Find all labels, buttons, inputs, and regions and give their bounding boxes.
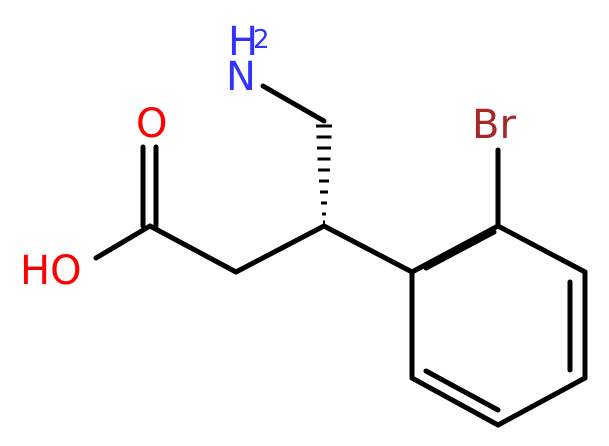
bond-chiral-aryl <box>321 223 415 275</box>
ring-bond-5 <box>409 375 501 428</box>
ring-inner-1 <box>423 229 497 271</box>
bond-n-ch2 <box>260 83 327 124</box>
atom-nh2: H 2 N <box>226 19 270 100</box>
atom-br: Br <box>472 102 516 148</box>
atom-nh2-n: N <box>226 54 256 100</box>
atom-oh: HO <box>20 248 82 294</box>
bond-chiral-ch2 <box>233 223 327 275</box>
atom-o-carbonyl: O <box>136 101 167 147</box>
ring-inner-3 <box>423 368 501 413</box>
bond-ch2-cooh <box>147 223 239 275</box>
ring-bond-1 <box>409 223 501 275</box>
ring-bond-2 <box>495 223 588 275</box>
atom-nh2-count: 2 <box>253 25 270 55</box>
hashed-wedge-bond <box>316 124 332 224</box>
bonds <box>93 83 588 428</box>
ring-bond-4 <box>495 375 588 428</box>
atom-nh2-h: H <box>228 19 258 65</box>
bond-c-oh <box>93 223 153 261</box>
